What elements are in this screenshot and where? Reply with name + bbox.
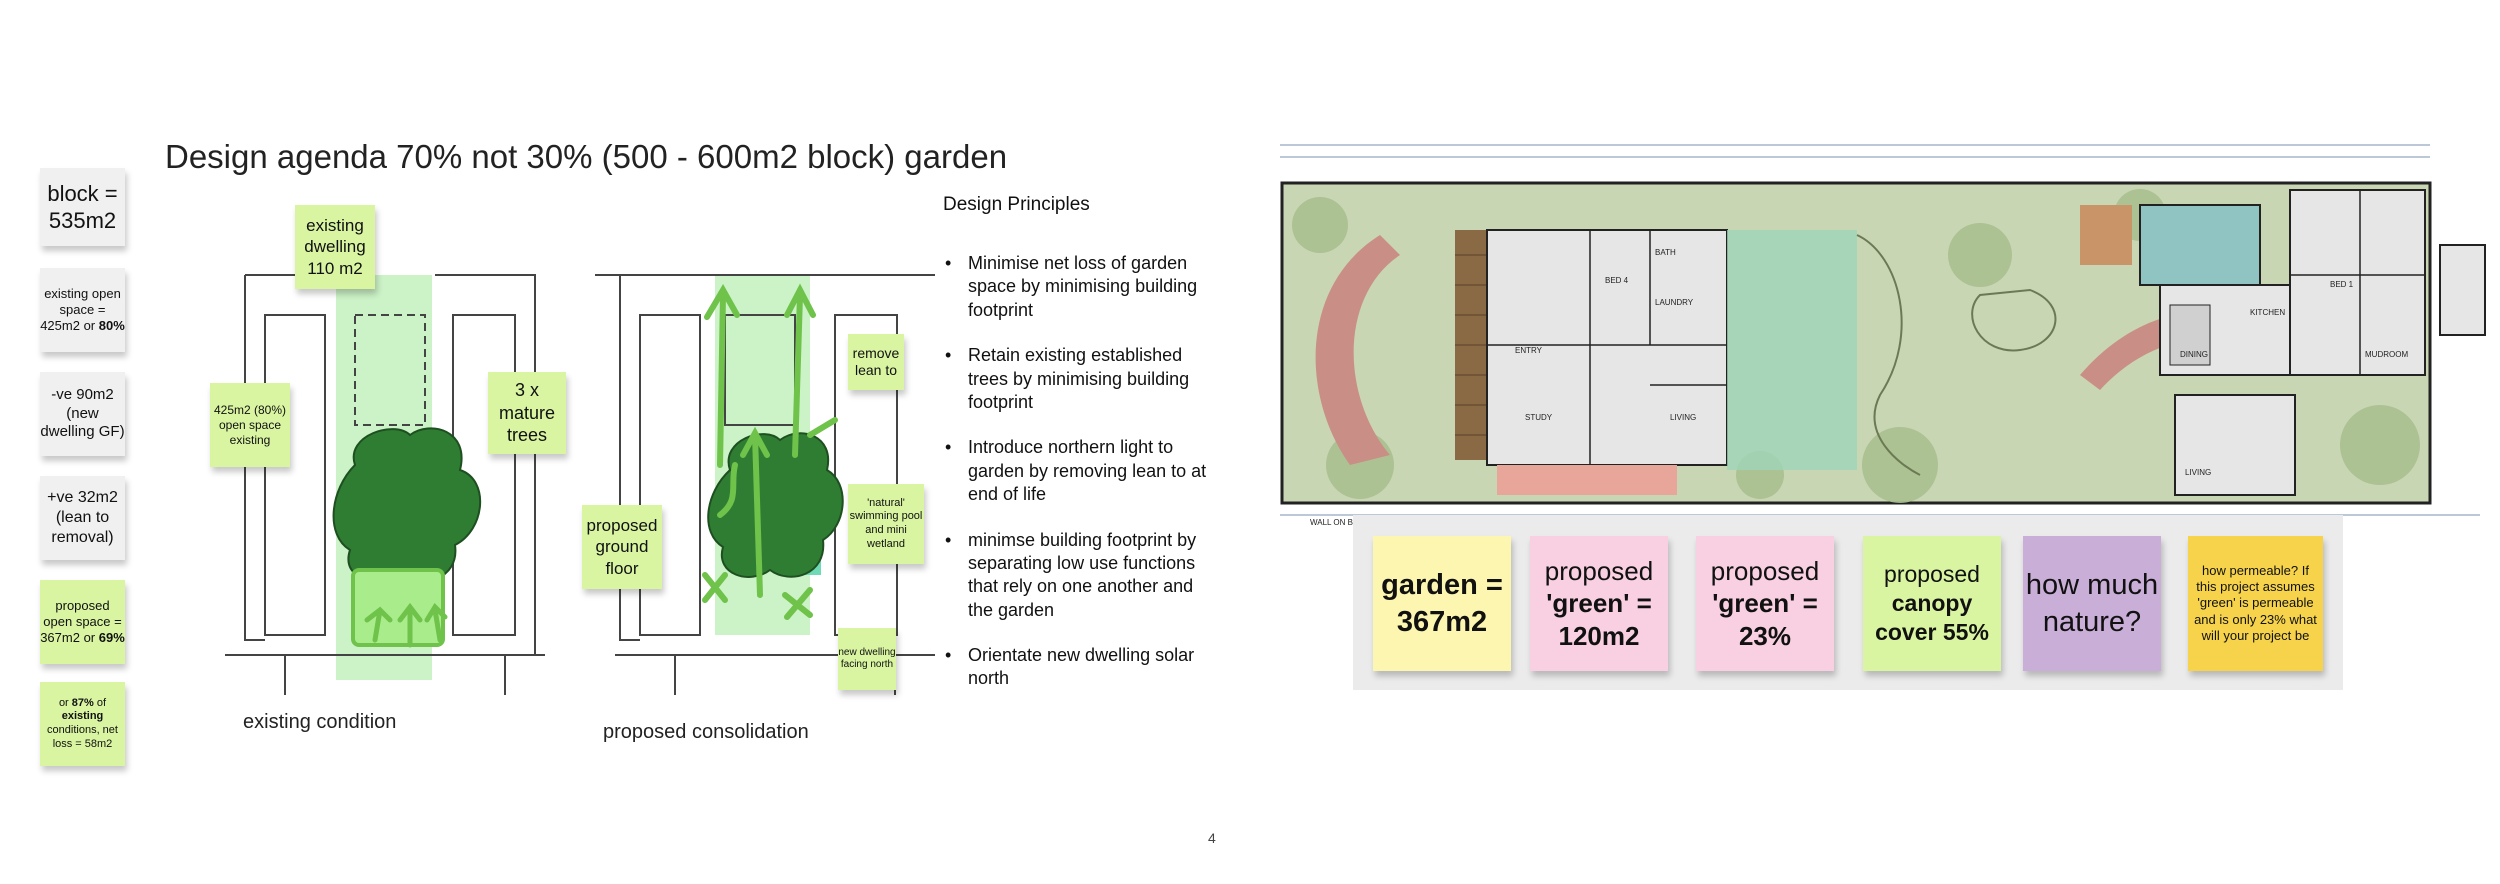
design-principles-list: Minimise net loss of garden space by min… [945, 252, 1207, 713]
principle-item: minimse building footprint by separating… [945, 529, 1207, 623]
plan-label-mudroom: MUDROOM [2365, 350, 2408, 359]
note-new-dwelling-north[interactable]: new dwelling facing north [838, 628, 896, 690]
note-how-much-nature[interactable]: how much nature? [2023, 536, 2161, 671]
note-green-percent[interactable]: proposed'green' = 23% [1696, 536, 1834, 671]
note-new-dwelling-north-text: new dwelling facing north [838, 646, 896, 671]
note-lean-to-gain[interactable]: +ve 32m2 (lean to removal) [40, 476, 125, 560]
note-how-permeable-text: how permeable? If this project assumes '… [2194, 562, 2317, 643]
note-proposed-ground-floor[interactable]: proposed ground floor [582, 505, 662, 589]
note-existing-open-space[interactable]: existing open space = 425m2 or 80% [40, 268, 125, 352]
principle-item: Minimise net loss of garden space by min… [945, 252, 1207, 322]
note-percent-existing[interactable]: or 87% of existing conditions, net loss … [40, 682, 125, 766]
plan-label-bed1: BED 1 [2330, 280, 2354, 289]
note-green-percent-text: proposed'green' = 23% [1710, 555, 1820, 651]
note-lean-to-gain-text: +ve 32m2 (lean to removal) [47, 489, 118, 546]
tree-canopy [332, 427, 482, 583]
slide-title: Design agenda 70% not 30% (500 - 600m2 b… [165, 138, 1008, 175]
proposed-consolidation-sketch [595, 274, 935, 695]
note-existing-dwelling-text: existing dwelling 110 m2 [304, 216, 366, 278]
note-remove-lean-to-text: remove lean to [852, 344, 900, 379]
note-green-area-text: proposed'green' = 120m2 [1544, 555, 1654, 651]
existing-condition-sketch [225, 274, 545, 695]
page-number: 4 [1208, 830, 1216, 846]
note-natural-pool[interactable]: 'natural' swimming pool and mini wetland [848, 484, 924, 564]
note-proposed-open-space[interactable]: proposed open space = 367m2 or 69% [40, 580, 125, 664]
caption-existing-condition: existing condition [243, 711, 397, 733]
note-natural-pool-text: 'natural' swimming pool and mini wetland [849, 496, 923, 550]
plan-label-laundry: LAUNDRY [1655, 298, 1694, 307]
plan-label-bath: BATH [1655, 248, 1676, 257]
note-existing-open-space-sketch-text: 425m2 (80%) open space existing [213, 402, 287, 447]
note-mature-trees-text: 3 x mature trees [498, 380, 556, 446]
note-garden-area[interactable]: garden = 367m2 [1373, 536, 1511, 671]
plan-label-bed4: BED 4 [1605, 276, 1629, 285]
design-principles-heading: Design Principles [943, 194, 1090, 215]
note-existing-dwelling[interactable]: existing dwelling 110 m2 [295, 205, 375, 289]
tree-canopy-proposed [707, 432, 844, 578]
plan-label-dining: DINING [2180, 350, 2208, 359]
note-remove-lean-to[interactable]: remove lean to [848, 334, 904, 390]
note-garden-area-text: garden = 367m2 [1381, 569, 1503, 638]
plan-label-living-right: LIVING [2185, 468, 2211, 477]
note-block-area[interactable]: block = 535m2 [40, 168, 125, 246]
note-existing-open-space-sketch[interactable]: 425m2 (80%) open space existing [210, 383, 290, 467]
caption-proposed-consolidation: proposed consolidation [603, 721, 809, 743]
note-green-area[interactable]: proposed'green' = 120m2 [1530, 536, 1668, 671]
note-mature-trees[interactable]: 3 x mature trees [488, 372, 566, 454]
principle-item: Retain existing established trees by min… [945, 344, 1207, 414]
note-how-much-nature-text: how much nature? [2025, 569, 2159, 638]
note-new-dwelling-loss[interactable]: -ve 90m2 (new dwelling GF) [40, 372, 125, 456]
plan-label-study: STUDY [1525, 413, 1553, 422]
plan-label-kitchen: KITCHEN [2250, 308, 2285, 317]
principle-item: Orientate new dwelling solar north [945, 644, 1207, 691]
plan-label-boundary: WALL ON BOUNDARY [1310, 518, 1393, 527]
note-proposed-ground-floor-text: proposed ground floor [586, 516, 658, 578]
note-percent-existing-text: or 87% of existing conditions, net loss … [47, 696, 118, 750]
note-proposed-open-space-text: proposed open space = 367m2 or 69% [40, 597, 125, 646]
note-block-area-text: block = 535m2 [47, 180, 118, 234]
plan-label-living-left: LIVING [1670, 413, 1696, 422]
note-existing-open-space-text: existing open space = 425m2 or 80% [40, 285, 125, 334]
note-new-dwelling-loss-text: -ve 90m2 (new dwelling GF) [40, 385, 125, 441]
stats-panel [1353, 515, 2343, 690]
principle-item: Introduce northern light to garden by re… [945, 436, 1207, 506]
note-how-permeable[interactable]: how permeable? If this project assumes '… [2188, 536, 2323, 671]
plan-label-entry: ENTRY [1515, 346, 1543, 355]
